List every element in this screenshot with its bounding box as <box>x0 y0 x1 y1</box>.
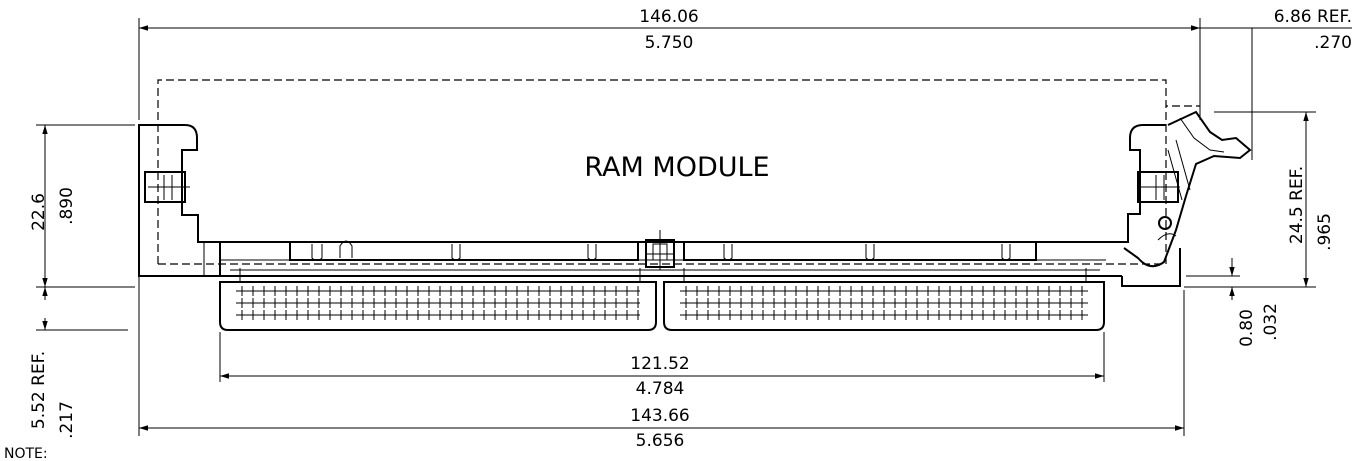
right-height-inch: .965 <box>1315 213 1335 251</box>
left-height-dimension: 22.6 .890 <box>29 124 135 288</box>
pin-rows-left <box>236 286 640 320</box>
overall-width-dimension: 146.06 5.750 <box>138 7 1201 120</box>
module-label: RAM MODULE <box>584 152 769 183</box>
pcb-depth-mm: 5.52 REF. <box>29 351 49 429</box>
pin-gap-mm: 0.80 <box>1237 309 1257 347</box>
contact-span-mm: 121.52 <box>630 354 689 374</box>
overall-width-mm: 146.06 <box>639 7 698 27</box>
right-height-dimension: 24.5 REF. .965 <box>1184 111 1335 288</box>
pin-gap-dimension: 0.80 .032 <box>1186 258 1281 347</box>
latch-offset-dimension: 6.86 REF. .270 <box>1200 7 1352 160</box>
left-height-inch: .890 <box>57 187 77 225</box>
contact-span-inch: 4.784 <box>636 379 685 399</box>
contact-body <box>204 268 1122 331</box>
left-socket-end <box>138 124 221 277</box>
pcb-depth-inch: .217 <box>57 401 77 439</box>
contact-span-dimension: 121.52 4.784 <box>219 332 1105 399</box>
overall-width-inch: 5.750 <box>645 33 694 53</box>
housing-width-inch: 5.656 <box>636 431 685 451</box>
ram-module-outline: RAM MODULE <box>157 79 1200 265</box>
latch-offset-mm: 6.86 REF. <box>1274 7 1352 27</box>
right-socket-end <box>1106 110 1252 287</box>
pcb-depth-dimension: 5.52 REF. .217 <box>29 287 128 439</box>
latch-offset-inch: .270 <box>1314 33 1352 53</box>
socket-top-rail <box>220 230 1106 270</box>
pin-rows-right <box>680 286 1088 320</box>
left-height-mm: 22.6 <box>29 193 49 231</box>
housing-width-mm: 143.66 <box>630 406 689 426</box>
right-height-mm: 24.5 REF. <box>1287 166 1307 244</box>
latch <box>1123 110 1252 268</box>
pin-gap-inch: .032 <box>1261 303 1281 341</box>
note-label: NOTE: <box>4 446 48 461</box>
housing-width-dimension: 143.66 5.656 <box>138 276 1185 451</box>
